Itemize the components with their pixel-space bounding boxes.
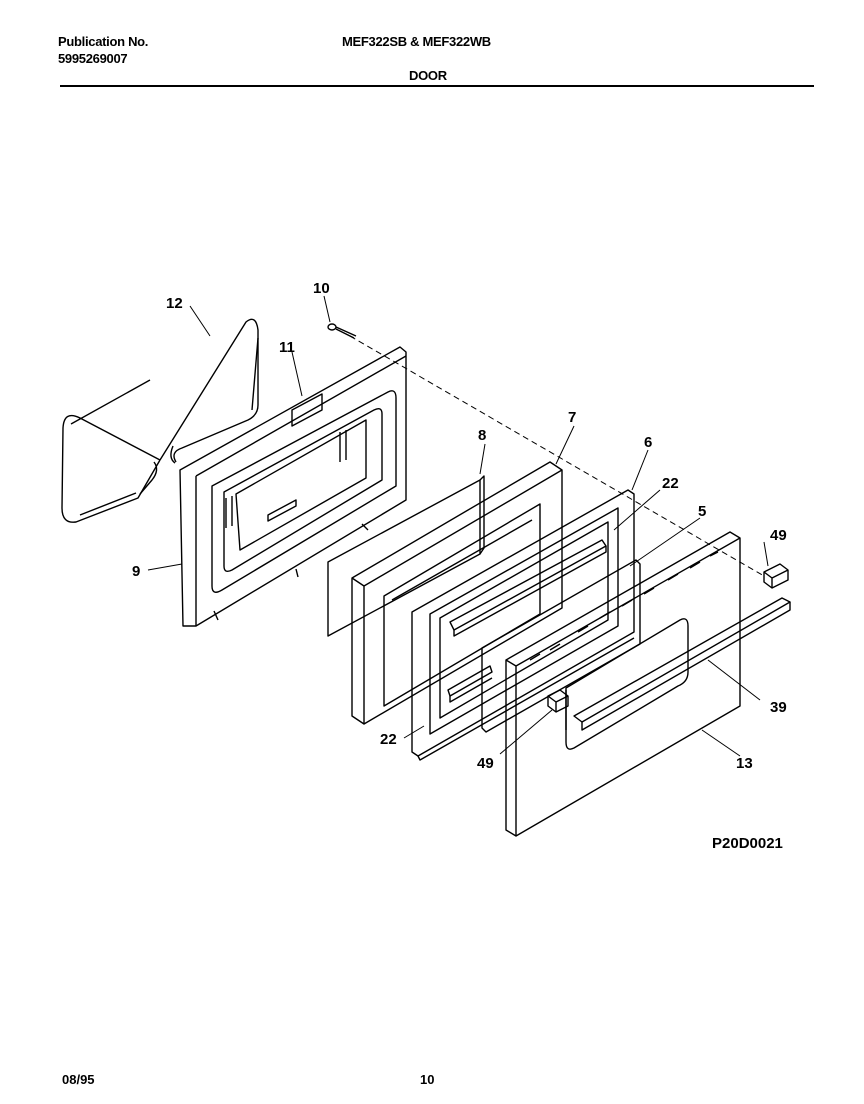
insulation-panel xyxy=(327,475,485,637)
inner-glass-frame xyxy=(411,489,635,761)
footer-date: 08/95 xyxy=(62,1072,95,1087)
callout-49-right: 49 xyxy=(770,527,787,544)
door-handle xyxy=(573,597,791,731)
outer-door-panel xyxy=(505,531,741,837)
door-liner-shield xyxy=(351,461,563,725)
callout-7: 7 xyxy=(568,409,576,426)
callout-8: 8 xyxy=(478,427,486,444)
inner-door-liner xyxy=(179,346,407,627)
handle-end-cap-left xyxy=(547,689,569,713)
callout-22-lower: 22 xyxy=(380,731,397,748)
callout-9: 9 xyxy=(132,563,140,580)
publication-number: 5995269007 xyxy=(58,51,128,66)
page-number: 10 xyxy=(420,1072,435,1087)
callout-12: 12 xyxy=(166,295,183,312)
leader-lines xyxy=(147,295,769,757)
callout-13: 13 xyxy=(736,755,753,772)
drawing-code: P20D0021 xyxy=(712,835,783,852)
callout-22-upper: 22 xyxy=(662,475,679,492)
callout-labels: 12 10 11 8 7 6 22 5 49 9 39 22 49 13 xyxy=(132,280,787,772)
handle-end-cap-right xyxy=(763,563,789,589)
callout-10: 10 xyxy=(313,280,330,297)
callout-11: 11 xyxy=(279,339,295,356)
callout-39: 39 xyxy=(770,699,787,716)
section-title: DOOR xyxy=(409,68,447,83)
glass-channel-lower xyxy=(447,665,493,703)
header-rule xyxy=(60,85,814,87)
glass-channel-upper xyxy=(449,539,607,637)
screw xyxy=(327,323,357,339)
publication-label: Publication No. xyxy=(58,34,149,49)
callout-49-left: 49 xyxy=(477,755,494,772)
callout-6: 6 xyxy=(644,434,652,451)
model-title: MEF322SB & MEF322WB xyxy=(342,34,491,49)
callout-5: 5 xyxy=(698,503,706,520)
door-gasket xyxy=(61,318,259,523)
